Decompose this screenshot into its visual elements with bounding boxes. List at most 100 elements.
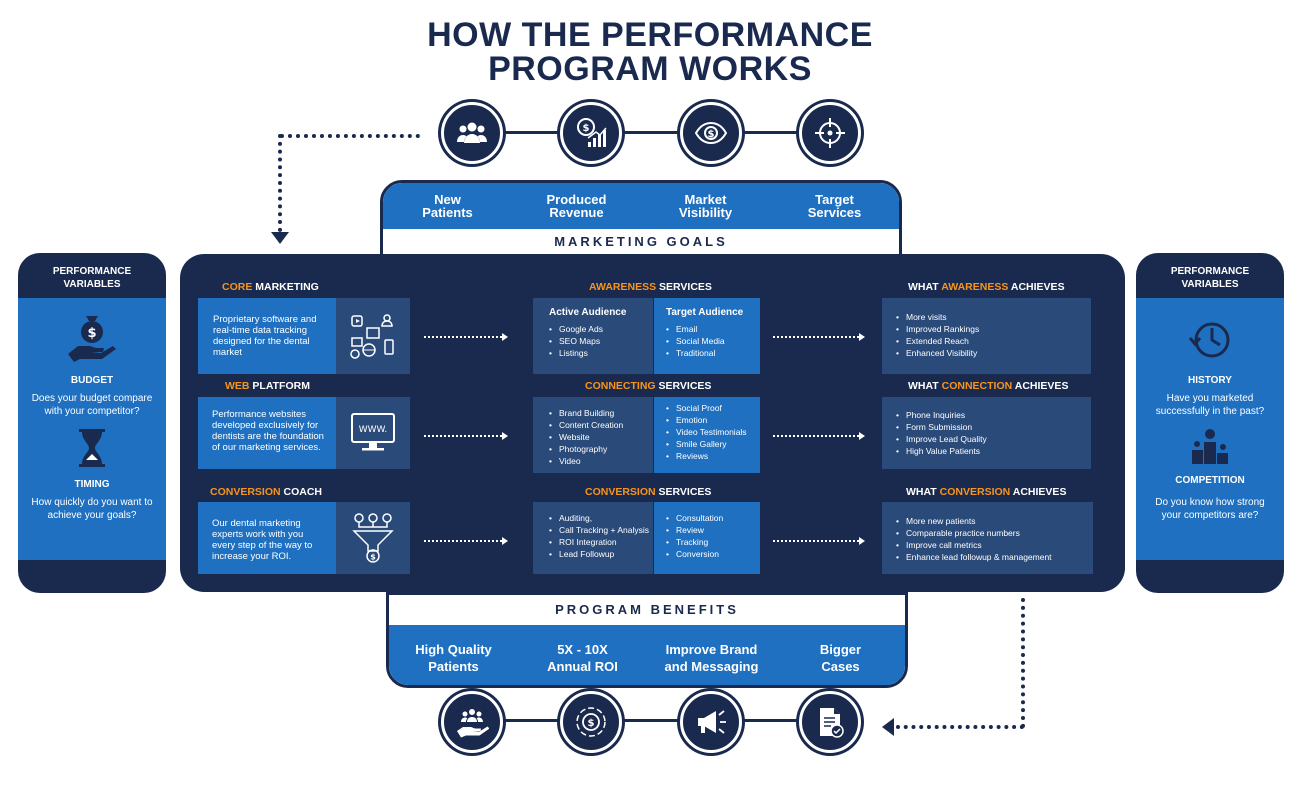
bottom-connector-v [1021,598,1025,728]
list-item: Form Submission [896,421,1091,433]
podium-icon [1136,428,1284,469]
list-item: Review [666,524,760,536]
conversion-col1-box: Auditing, Call Tracking + Analysis ROI I… [533,502,653,574]
list-item: Auditing, [549,512,653,524]
competition-text: Do you know how strong your competitors … [1155,497,1265,521]
active-audience-title: Active Audience [549,307,627,318]
svg-text:$: $ [583,123,590,134]
money-hand-icon: $ [18,298,166,371]
list-item: Website [549,431,653,443]
budget-label: BUDGET [70,375,114,386]
row2-right-arrow-head [859,432,865,440]
title-line-2: PROGRAM WORKS [488,50,812,88]
row2-left-arrow-line [424,435,502,437]
funnel-icon: $ [336,502,410,574]
row3-right-arrow-head [859,537,865,545]
conversion-coach-heading: CONVERSION COACH [210,486,323,498]
monitor-www-text: WWW. [359,425,388,435]
page-title: HOW THE PERFORMANCE PROGRAM WORKS [0,18,1300,86]
list-item: Video [549,455,653,467]
list-item: Improved Rankings [896,323,1091,335]
connecting-services-heading: CONNECTING SERVICES [585,380,712,392]
megaphone-icon [680,691,742,753]
list-item: Reviews [666,450,760,462]
conversion-col2-box: Consultation Review Tracking Conversion [654,502,760,574]
list-item: Improve call metrics [896,539,1093,551]
top-connector-v [278,134,282,232]
list-item: Photography [549,443,653,455]
active-audience-box: Active Audience Google Ads SEO Maps List… [533,298,653,374]
list-item: More new patients [896,515,1093,527]
row1-right-arrow-line [773,336,859,338]
web-platform-heading: WEB PLATFORM [225,380,310,392]
revenue-icon: $ [560,102,622,164]
row3-right-arrow-line [773,540,859,542]
conversion-services-heading: CONVERSION SERVICES [585,486,712,498]
awareness-services-heading: AWARENESS SERVICES [589,281,712,293]
timing-text: How quickly do you want to achieve your … [31,497,153,521]
list-item: Conversion [666,548,760,560]
row1-left-arrow-line [424,336,502,338]
conversion-coach-text: Our dental marketing experts work with y… [212,518,313,562]
conversion-coach-box: Our dental marketing experts work with y… [198,502,336,574]
core-marketing-heading: CORE MARKETING [222,281,319,293]
connection-achieves-heading: WHAT CONNECTION ACHIEVES [908,380,1069,392]
active-audience-list: Google Ads SEO Maps Listings [549,323,653,359]
conversion-achieves-list: More new patients Comparable practice nu… [896,515,1093,563]
list-item: Consultation [666,512,760,524]
list-item: Comparable practice numbers [896,527,1093,539]
conversion-achieves-box: More new patients Comparable practice nu… [882,502,1093,574]
svg-text:$: $ [87,326,96,341]
list-item: Video Testimonials [666,426,760,438]
history-text: Have you marketed successfully in the pa… [1155,393,1265,417]
roi-icon: $ [560,691,622,753]
list-item: Emotion [666,414,760,426]
svg-text:$: $ [708,129,715,140]
list-item: SEO Maps [549,335,653,347]
competition-label: COMPETITION [1175,475,1245,486]
web-platform-text: Performance websites developed exclusive… [212,409,324,453]
monitor-www-icon: WWW. [336,397,410,469]
row1-left-arrow-head [502,333,508,341]
awareness-achieves-heading: WHAT AWARENESS ACHIEVES [908,281,1065,293]
list-item: Content Creation [549,419,653,431]
list-item: Brand Building [549,407,653,419]
target-audience-list: Email Social Media Traditional [666,323,760,359]
target-icon [799,102,861,164]
connection-achieves-list: Phone Inquiries Form Submission Improve … [896,409,1091,457]
list-item: Enhance lead followup & management [896,551,1093,563]
connecting-col1-box: Brand Building Content Creation Website … [533,397,653,473]
conversion-achieves-heading: WHAT CONVERSION ACHIEVES [906,486,1067,498]
clock-history-icon [1136,298,1284,369]
bottom-connector-arrow [882,718,894,736]
awareness-achieves-box: More visits Improved Rankings Extended R… [882,298,1091,374]
list-item: More visits [896,311,1091,323]
list-item: Email [666,323,760,335]
patients-icon [441,691,503,753]
awareness-achieves-list: More visits Improved Rankings Extended R… [896,311,1091,359]
title-line-1: HOW THE PERFORMANCE [427,16,873,54]
target-audience-box: Target Audience Email Social Media Tradi… [654,298,760,374]
connection-achieves-box: Phone Inquiries Form Submission Improve … [882,397,1091,469]
list-item: Lead Followup [549,548,653,560]
software-tracking-icon [336,298,410,374]
core-marketing-text: Proprietary software and real-time data … [213,314,317,358]
list-item: Tracking [666,536,760,548]
list-item: Social Proof [666,402,760,414]
list-item: High Value Patients [896,445,1091,457]
conversion-col2-list: Consultation Review Tracking Conversion [666,512,760,560]
connecting-col2-list: Social Proof Emotion Video Testimonials … [666,402,760,462]
svg-text:$: $ [588,718,595,729]
program-benefits-title: PROGRAM BENEFITS [555,602,739,617]
list-item: Improve Lead Quality [896,433,1091,445]
